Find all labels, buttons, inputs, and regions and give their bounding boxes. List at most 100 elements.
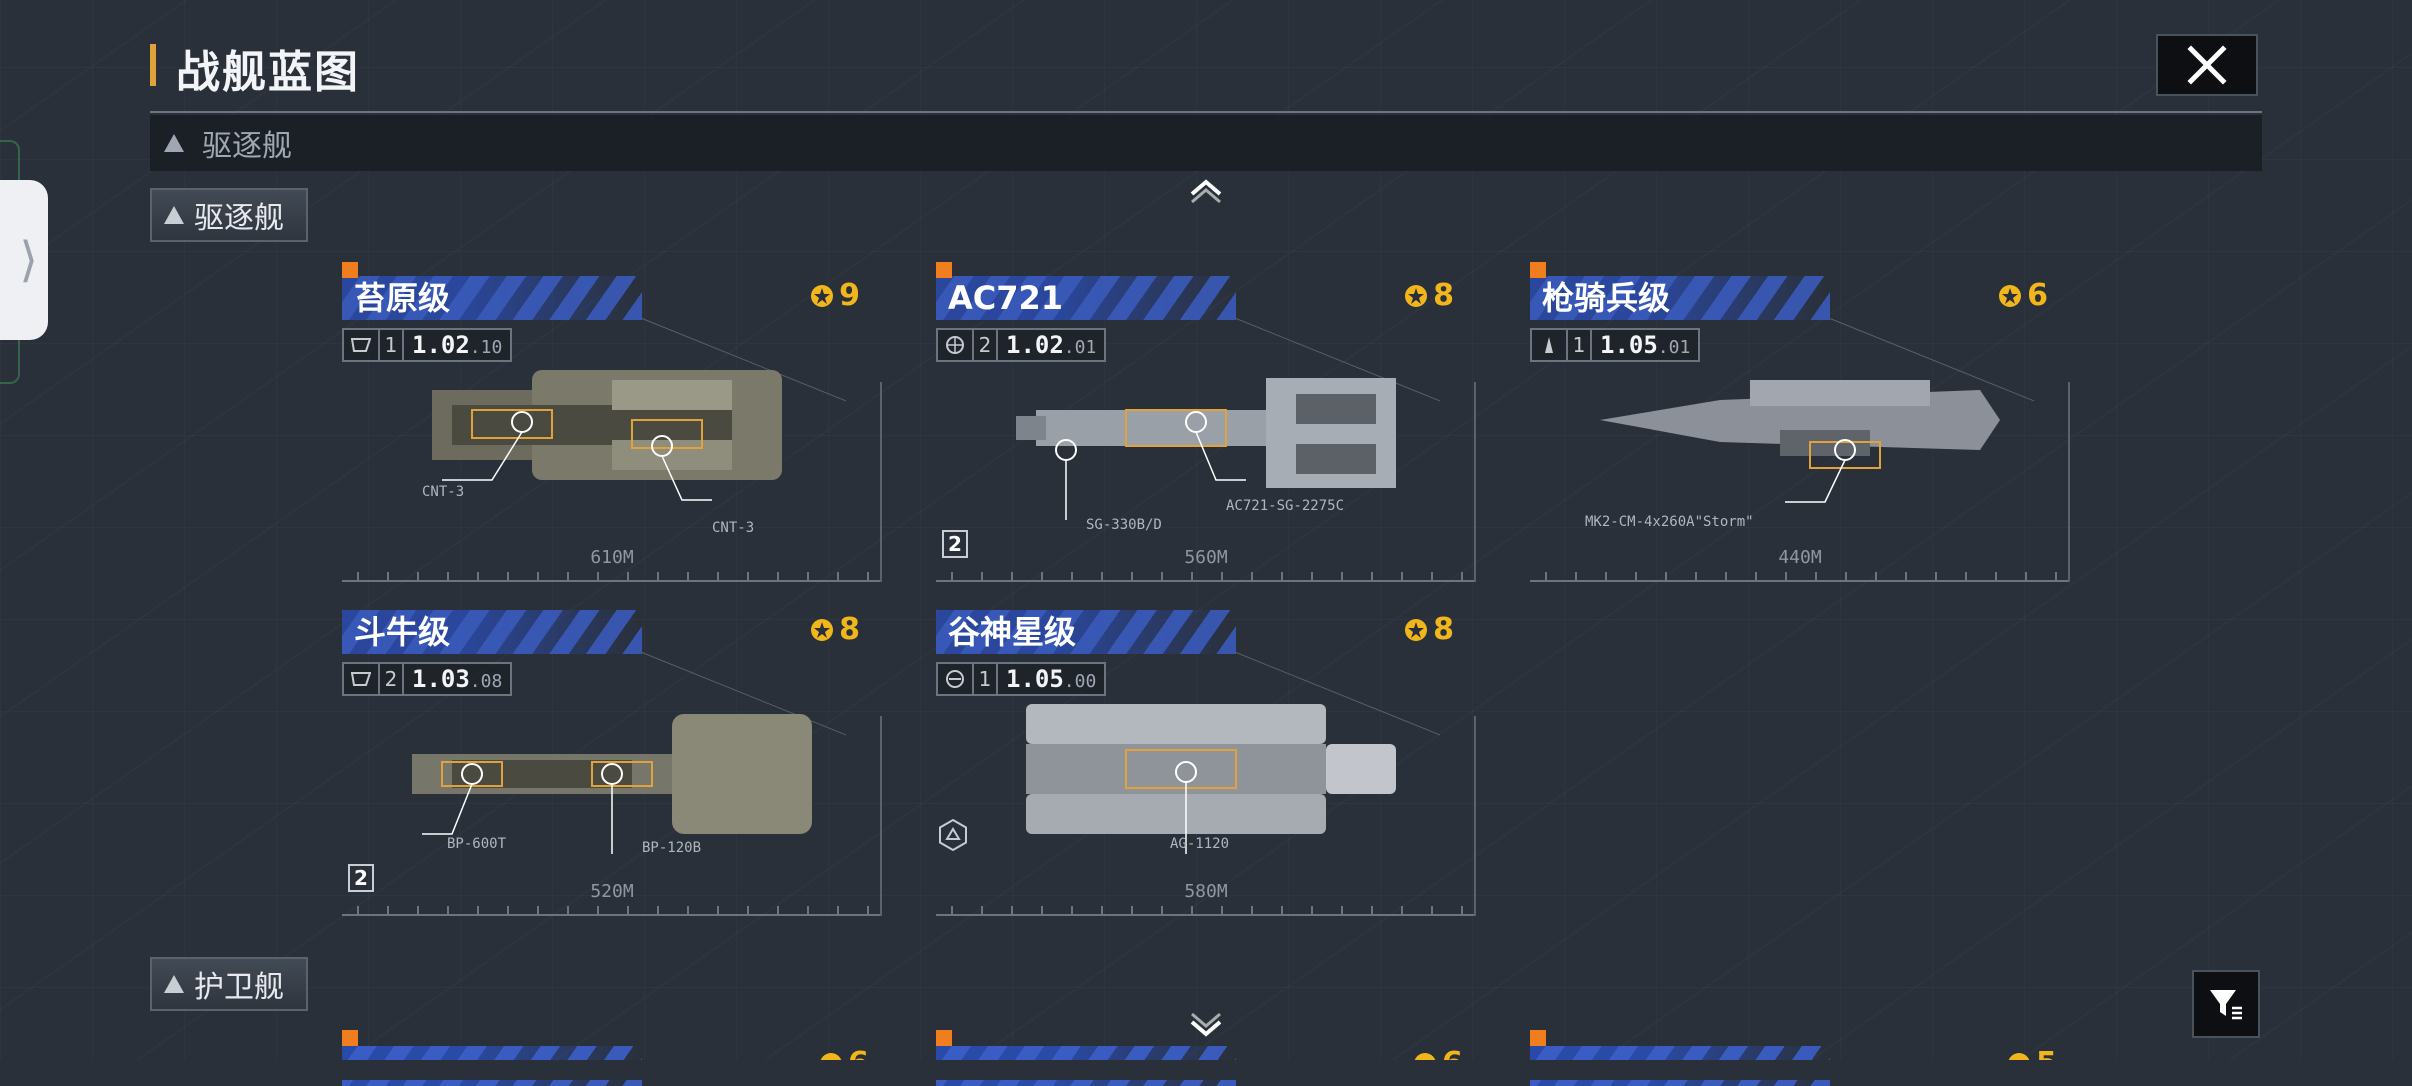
weapon-label: BP-600T [447,836,507,852]
ship-rating: 9 [809,278,860,313]
ship-name: 斗牛级 [354,613,451,651]
close-button[interactable] [2156,34,2258,96]
manufacturer-icon [344,664,380,694]
triangle-icon [164,975,184,993]
chevron-down-icon [1190,1012,1222,1037]
rating-value: 6 [2027,278,2048,313]
ship-rating: 8 [809,612,860,647]
ship-name: AC721 [948,279,1064,317]
ship-card-bull[interactable]: 斗牛级 8 2 1.03.08 BP-600T BP-120B 2 520M [342,596,882,916]
ship-blueprint-image [1006,350,1406,520]
ship-card-tundra[interactable]: 苔原级 9 1 1.02.10 CNT-3 CNT-3 610M [342,262,882,582]
new-indicator [342,1030,358,1046]
ship-length: 440M [1778,547,1822,568]
category-filter-label: 驱逐舰 [202,129,292,164]
ship-length: 610M [590,547,634,568]
ship-name: 谷神星级 [948,613,1077,651]
viewport-bottom-edge [0,1060,2412,1080]
faction-icon [1532,330,1568,360]
ship-version: 1.05.00 [1006,665,1097,693]
ship-name-bar [936,276,1236,320]
ruler-end [1474,382,1476,582]
star-badge-icon [1405,618,1428,641]
ruler-end [880,382,882,582]
star-badge-icon [1999,284,2022,307]
length-ruler [936,566,1476,582]
rating-value: 9 [839,278,860,313]
ship-rating: 8 [1403,278,1454,313]
hexagon-icon [939,818,967,852]
rating-value: 8 [1433,278,1454,313]
new-indicator [936,262,952,278]
manufacturer-icon [344,330,380,360]
rating-value: 8 [1433,612,1454,647]
weapon-label: CNT-3 [712,520,755,536]
ship-stats: 1 1.02.10 [342,328,513,362]
close-icon [2187,45,2227,85]
star-badge-icon [1405,284,1428,307]
ship-level: 1 [380,330,404,360]
page-title: 战舰蓝图 [176,47,360,98]
ship-version: 1.02.10 [412,331,503,359]
ship-name: 苔原级 [354,279,451,317]
ship-stats: 1 1.05.00 [936,662,1107,696]
new-indicator [342,262,358,278]
ship-blueprint-image [412,350,812,520]
ship-name: 枪骑兵级 [1542,279,1671,317]
star-badge-icon [811,284,834,307]
ship-card-lancer[interactable]: 枪骑兵级 6 1 1.05.01 MK2-CM-4x260A"Storm" 44… [1530,262,2070,582]
ruler-end [1474,716,1476,916]
ship-length: 520M [590,881,634,902]
ship-card-ceres[interactable]: 谷神星级 8 1 1.05.00 AG-1120 580M [936,596,1476,916]
section-label: 护卫舰 [194,970,284,1005]
faction-icon [938,664,974,694]
globe-icon [938,330,974,360]
ship-length: 560M [1184,547,1228,568]
scroll-up-button[interactable] [1186,174,1226,204]
ship-level: 2 [380,664,404,694]
triangle-icon [164,206,184,224]
weapon-label: SG-330B/D [1086,517,1162,533]
star-badge-icon [811,618,834,641]
weapon-label: CNT-3 [422,484,465,500]
chevron-right-icon: ⟩ [14,232,43,288]
ship-version: 1.03.08 [412,665,503,693]
section-tab-destroyer[interactable]: 驱逐舰 [150,188,308,242]
ship-name-bar [342,610,642,654]
ship-level: 2 [974,330,998,360]
title-accent-bar [150,44,156,86]
ruler-end [880,716,882,916]
ship-stats: 1 1.05.01 [1530,328,1701,362]
length-ruler [1530,566,2070,582]
ship-rating: 8 [1403,612,1454,647]
ship-length: 580M [1184,881,1228,902]
new-indicator [1530,1030,1546,1046]
filter-icon [2210,990,2242,1020]
title-divider [150,111,2262,113]
ship-name-bar [936,610,1236,654]
new-indicator [936,1030,952,1046]
weapon-label: AG-1120 [1170,836,1230,852]
ship-card-ac721[interactable]: AC721 8 2 1.02.01 SG-330B/D AC721-SG-227… [936,262,1476,582]
ship-name-bar [342,276,642,320]
weapon-label: BP-120B [642,840,702,856]
new-indicator [1530,262,1546,278]
ship-blueprint-image [1600,350,2000,520]
side-drawer-handle[interactable]: ⟩ [0,180,48,340]
ship-stats: 2 1.03.08 [342,662,513,696]
ship-level: 1 [974,664,998,694]
ship-level: 1 [1568,330,1592,360]
rank-badge: 2 [942,530,968,558]
length-ruler [936,900,1476,916]
section-label: 驱逐舰 [194,201,284,236]
filter-button[interactable] [2192,970,2260,1038]
rating-value: 8 [839,612,860,647]
section-tab-frigate[interactable]: 护卫舰 [150,957,308,1011]
ship-blueprint-image [1006,684,1406,854]
rank-badge: 2 [348,864,374,892]
ship-version: 1.02.01 [1006,331,1097,359]
ship-name-bar [1530,276,1830,320]
scroll-down-button[interactable] [1186,1010,1226,1040]
weapon-label: AC721-SG-2275C [1226,498,1345,514]
category-filter-bar[interactable]: 驱逐舰 [150,115,2262,171]
